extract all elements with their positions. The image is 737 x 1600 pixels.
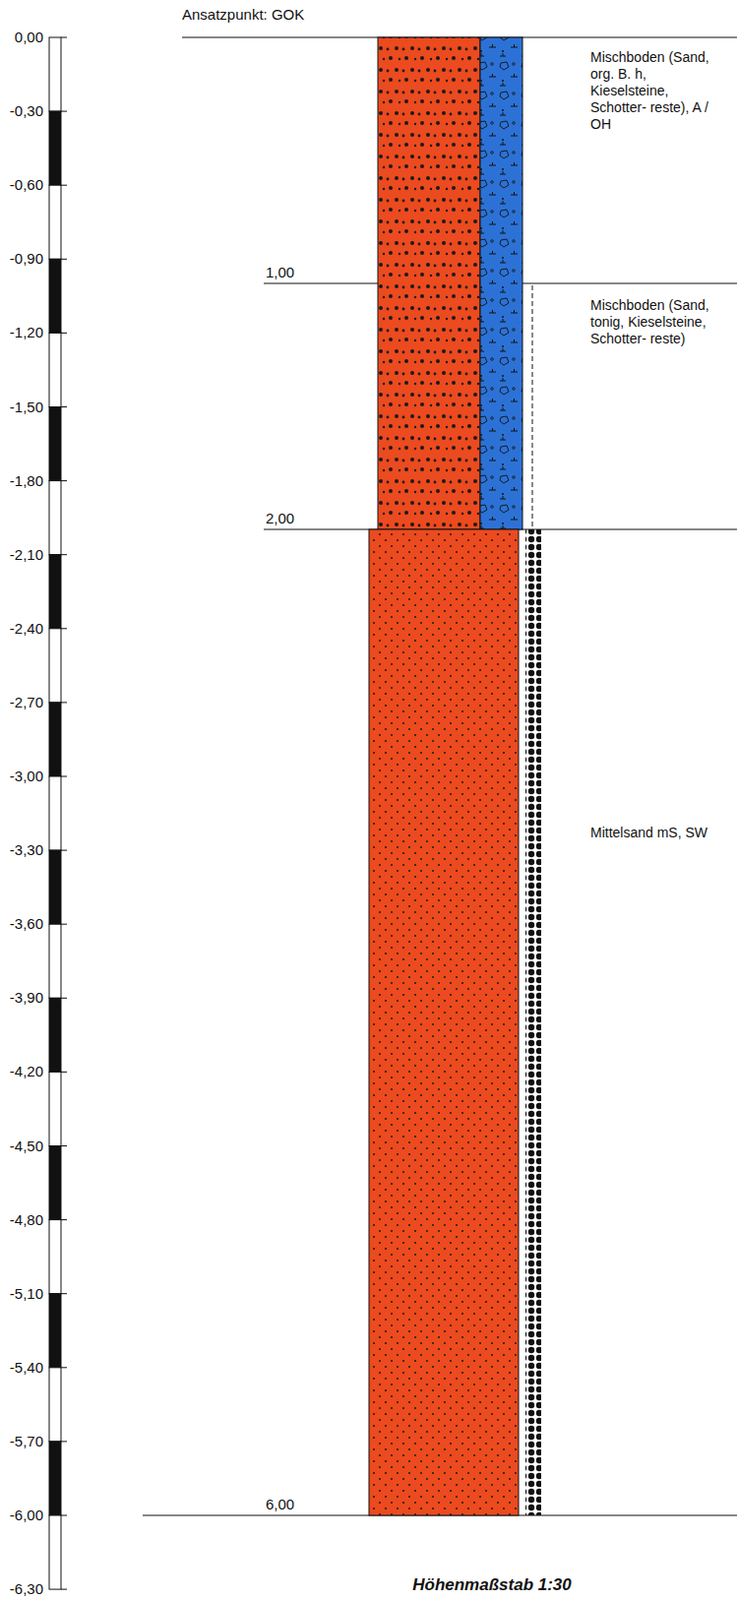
scale-tick [61,1145,67,1147]
scale-label: -6,00 [9,1506,44,1525]
dashed-marker [532,285,534,528]
scale-segment [49,407,62,482]
medium-sand-column [368,529,519,1516]
grain-symbol-column [525,529,542,1516]
scale-segment [49,1071,62,1146]
scale-tick [61,850,67,852]
scale-tick [61,701,67,703]
scale-tick [61,1292,67,1294]
scale-label: -0,30 [9,102,44,121]
scale-label: 0,00 [14,28,44,47]
scale-label: -0,90 [9,249,44,268]
start-point-label: Ansatzpunkt: GOK [182,5,305,24]
mixed-soil-column [480,37,523,530]
scale-label: -2,40 [9,619,44,638]
scale-label: -4,20 [9,1062,44,1081]
scale-tick [61,1366,67,1368]
scale-segment [49,1220,62,1294]
layer-lines [142,37,737,1516]
scale-label: -3,30 [9,841,44,860]
depth-label: 6,00 [265,1495,295,1514]
scale-tick [61,1071,67,1073]
depth-label: 1,00 [265,263,295,282]
scale-tick [61,553,67,555]
scale-tick [61,923,67,925]
scale-caption: Höhenmaßstab 1:30 [412,1576,572,1595]
height-scale-bar [49,37,67,1590]
scale-segment [49,850,62,924]
scale-segment [49,1146,62,1221]
scale-tick [61,1219,67,1221]
scale-segment [49,923,62,998]
layer-description: Mittelsand mS, SW [590,824,714,842]
scale-label: -4,50 [9,1137,44,1156]
scale-label: -2,70 [9,693,44,712]
scale-tick [61,480,67,482]
scale-label: -5,40 [9,1358,44,1377]
scale-segment [49,628,62,703]
scale-tick [61,1589,67,1591]
scale-tick [61,406,67,408]
scale-label: -1,20 [9,323,44,342]
scale-label: -2,10 [9,546,44,564]
scale-tick [61,184,67,186]
scale-label: -3,90 [9,988,44,1007]
scale-label: -5,70 [9,1432,44,1451]
scale-segment [49,1441,62,1516]
scale-tick [61,37,67,39]
scale-segment [49,702,62,777]
scale-tick [61,332,67,334]
scale-segment [49,481,62,555]
scale-tick [61,1440,67,1442]
scale-segment [49,37,62,112]
scale-segment [49,258,62,333]
scale-label: -1,80 [9,472,44,491]
scale-segment [49,184,62,259]
scale-label: -3,60 [9,915,44,933]
scale-segment [49,1293,62,1368]
scale-tick [61,997,67,999]
sand-gravel-column [377,37,481,530]
scale-segment [49,554,62,629]
scale-tick [61,776,67,778]
scale-label: -4,80 [9,1211,44,1229]
depth-label: 2,00 [265,509,295,528]
scale-segment [49,776,62,851]
scale-label: -1,50 [9,398,44,417]
scale-segment [49,332,62,407]
scale-tick [61,627,67,629]
scale-segment [49,1367,62,1442]
scale-label: -6,30 [9,1580,44,1598]
scale-tick [61,111,67,113]
scale-label: -5,10 [9,1285,44,1303]
scale-tick [61,258,67,260]
scale-tick [61,1515,67,1517]
scale-segment [49,997,62,1072]
layer-description: Mischboden (Sand, tonig, Kieselsteine, S… [590,297,714,348]
scale-label: -3,00 [9,767,44,786]
scale-segment [49,1515,62,1590]
scale-segment [49,111,62,185]
scale-label: -0,60 [9,176,44,194]
layer-description: Mischboden (Sand, org. B. h, Kieselstein… [590,49,714,133]
